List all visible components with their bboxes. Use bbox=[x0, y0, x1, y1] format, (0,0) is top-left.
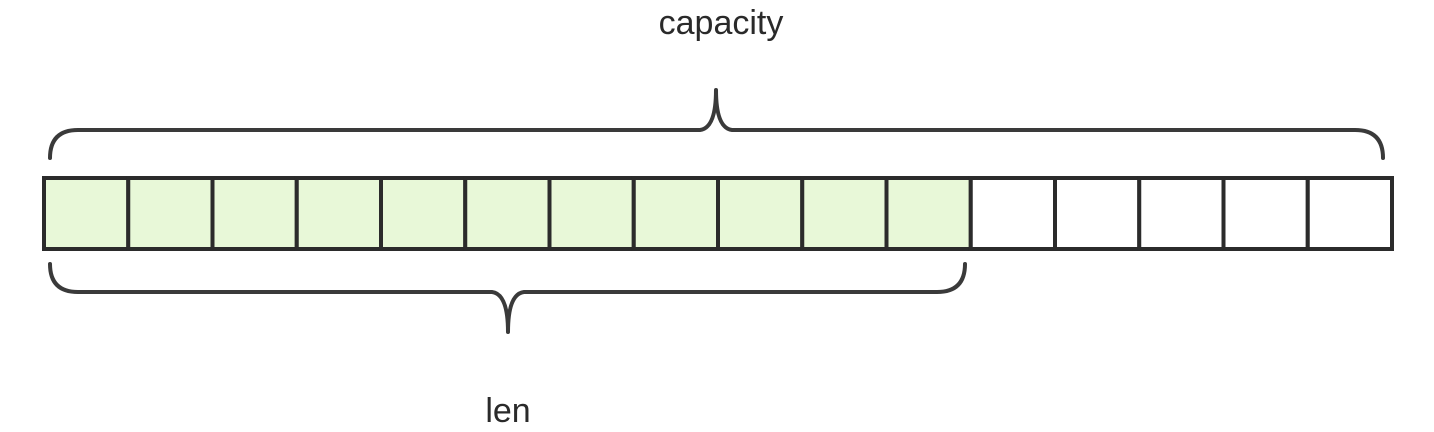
slice-cell-free bbox=[1221, 176, 1310, 251]
slice-cell-used bbox=[379, 176, 468, 251]
slice-cell-used bbox=[716, 176, 805, 251]
slice-cell-used bbox=[547, 176, 636, 251]
slice-cell-free bbox=[1137, 176, 1226, 251]
slice-cell-free bbox=[968, 176, 1057, 251]
len-brace bbox=[48, 262, 967, 334]
slice-cell-used bbox=[210, 176, 299, 251]
slice-cell-used bbox=[884, 176, 973, 251]
slice-cell-used bbox=[294, 176, 383, 251]
slice-cell-used bbox=[800, 176, 889, 251]
len-label: len bbox=[485, 392, 530, 430]
slice-cell-free bbox=[1305, 176, 1394, 251]
capacity-label: capacity bbox=[659, 4, 784, 42]
slice-cell-free bbox=[1053, 176, 1142, 251]
slice-cell-used bbox=[126, 176, 215, 251]
slice-cells bbox=[42, 176, 1394, 251]
slice-cell-used bbox=[631, 176, 720, 251]
slice-cell-used bbox=[463, 176, 552, 251]
capacity-brace bbox=[48, 88, 1385, 160]
slice-cell-used bbox=[42, 176, 131, 251]
